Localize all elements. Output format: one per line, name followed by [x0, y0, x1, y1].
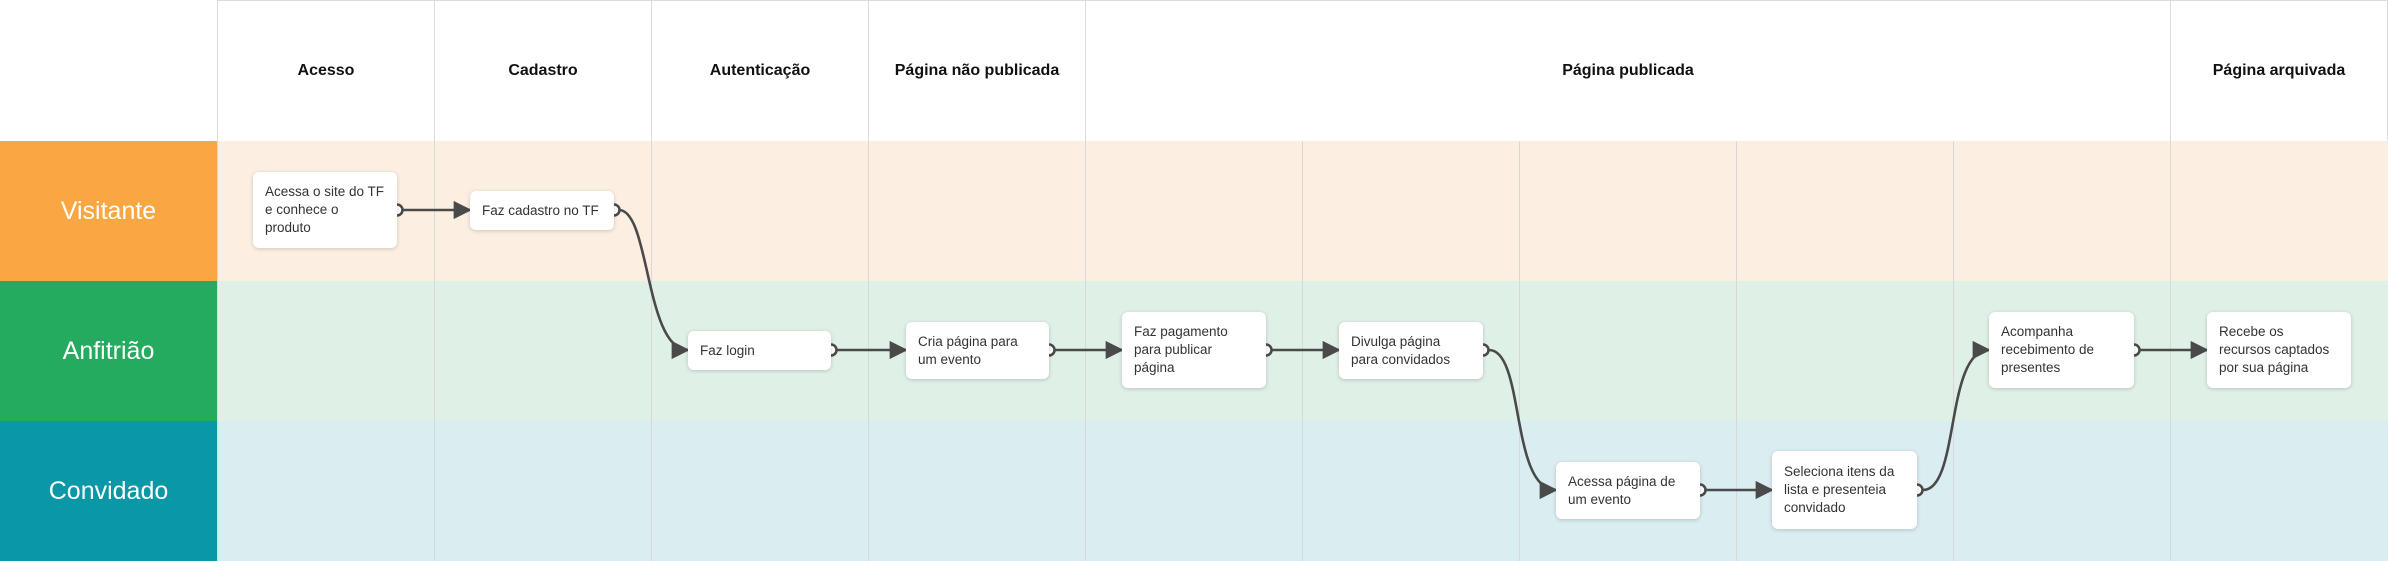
- step-card-text: Acessa o site do TF e conhece o produto: [265, 184, 385, 235]
- column-header-pagina-arquivada: Página arquivada: [2170, 0, 2388, 140]
- column-divider: [1085, 0, 1086, 561]
- step-card-text: Faz login: [700, 342, 755, 358]
- column-divider: [1519, 141, 1520, 561]
- step-card-acessa-pagina[interactable]: Acessa página de um evento: [1556, 462, 1700, 519]
- column-divider: [868, 0, 869, 561]
- column-header-acesso: Acesso: [217, 0, 435, 140]
- step-card-faz-cadastro[interactable]: Faz cadastro no TF: [470, 191, 614, 230]
- step-card-text: Divulga página para convidados: [1351, 333, 1451, 367]
- column-divider: [651, 0, 652, 561]
- column-header-pagina-nao-publicada: Página não publicada: [868, 0, 1086, 140]
- column-divider: [1953, 141, 1954, 561]
- step-card-text: Acessa página de um evento: [1568, 473, 1676, 507]
- step-card-text: Seleciona itens da lista e presenteia co…: [1784, 464, 1895, 515]
- step-card-recebe[interactable]: Recebe os recursos captados por sua pági…: [2207, 312, 2351, 388]
- column-divider: [1736, 141, 1737, 561]
- step-card-faz-pagamento[interactable]: Faz pagamento para publicar página: [1122, 312, 1266, 388]
- column-header-pagina-publicada: Página publicada: [1085, 0, 2171, 140]
- column-divider: [434, 0, 435, 561]
- step-card-divulga-pagina[interactable]: Divulga página para convidados: [1339, 322, 1483, 379]
- lane-label-convidado: Convidado: [0, 421, 217, 561]
- step-card-text: Faz cadastro no TF: [482, 202, 599, 218]
- step-card-cria-pagina[interactable]: Cria página para um evento: [906, 322, 1049, 379]
- connector-cadastro-to-login: [618, 208, 690, 360]
- column-header-cadastro: Cadastro: [434, 0, 652, 140]
- step-card-text: Recebe os recursos captados por sua pági…: [2219, 324, 2330, 375]
- step-card-text: Acompanha recebimento de presentes: [2001, 324, 2095, 375]
- step-card-acompanha[interactable]: Acompanha recebimento de presentes: [1989, 312, 2134, 388]
- connector-divulga-to-acessa-pagina: [1488, 348, 1558, 500]
- column-divider: [2170, 0, 2171, 561]
- step-card-text: Faz pagamento para publicar página: [1134, 324, 1228, 375]
- step-card-acessa-site[interactable]: Acessa o site do TF e conhece o produto: [253, 172, 397, 248]
- lane-label-visitante: Visitante: [0, 141, 217, 281]
- connector-seleciona-to-acompanha: [1922, 340, 1991, 492]
- lane-label-anfitriao: Anfitrião: [0, 281, 217, 421]
- column-divider: [217, 0, 218, 561]
- step-card-seleciona-itens[interactable]: Seleciona itens da lista e presenteia co…: [1772, 451, 1917, 529]
- step-card-faz-login[interactable]: Faz login: [688, 331, 831, 370]
- column-header-autenticacao: Autenticação: [651, 0, 869, 140]
- step-card-text: Cria página para um evento: [918, 333, 1018, 367]
